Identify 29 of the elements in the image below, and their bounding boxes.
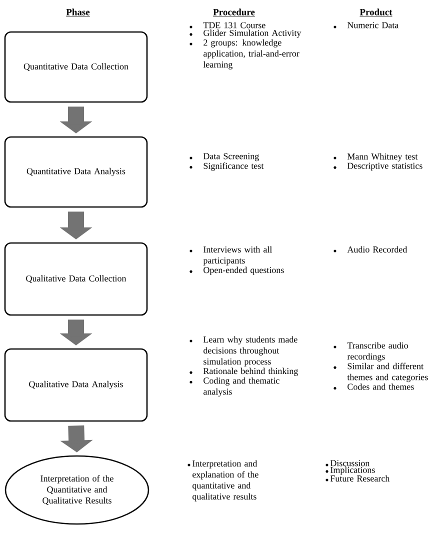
bullet-item: Glider Simulation Activity (204, 30, 302, 38)
phase-box: Quantitative Data Collection (4, 31, 148, 103)
phase-box: Quantitative Data Analysis (4, 136, 148, 208)
bullet-item: Implications (330, 466, 375, 475)
column-header: Procedure (212, 8, 256, 17)
bullet-item: Similar and different themes and categories (347, 362, 428, 382)
bullet-item: Codes and themes (348, 383, 414, 390)
bullet-item: Interpretation and explanation of the quantitative and qualitative results (192, 460, 258, 502)
bullet-item: Audio Recorded (347, 246, 408, 253)
bullet-item: Rationale behind thinking (203, 368, 298, 376)
bullet-item: 2 groups: knowledge application, trial-and-error learning (203, 39, 300, 70)
bullet-item: Descriptive statistics (347, 162, 422, 171)
bullet-item: Open-ended questions (204, 266, 284, 275)
bullet-item: Transcribe audio recordings (347, 342, 408, 362)
bullet-item: Mann Whitney test (347, 153, 418, 162)
phase-box: Qualitative Data Collection (4, 242, 148, 316)
bullet-item: Discussion (330, 460, 370, 466)
phase-box: Qualitative Data Analysis (4, 348, 148, 422)
bullet-item: Significance test (204, 162, 264, 171)
bullet-item: Data Screening (203, 153, 259, 162)
bullet-item: TDE 131 Course (203, 22, 266, 28)
bullet-item: Interviews with all participants (203, 246, 272, 266)
column-header: Phase (66, 8, 90, 17)
column-header: Product (360, 8, 392, 17)
bullet-item: Future Research (330, 475, 390, 482)
bullet-item: Numeric Data (347, 22, 399, 28)
bullet-item: Coding and thematic analysis (204, 377, 280, 397)
bullet-item: Learn why students made decisions throughout simulation process (203, 336, 298, 366)
ellipse-node: Interpretation of the Quantitative and Qualitative Results (4, 455, 150, 525)
